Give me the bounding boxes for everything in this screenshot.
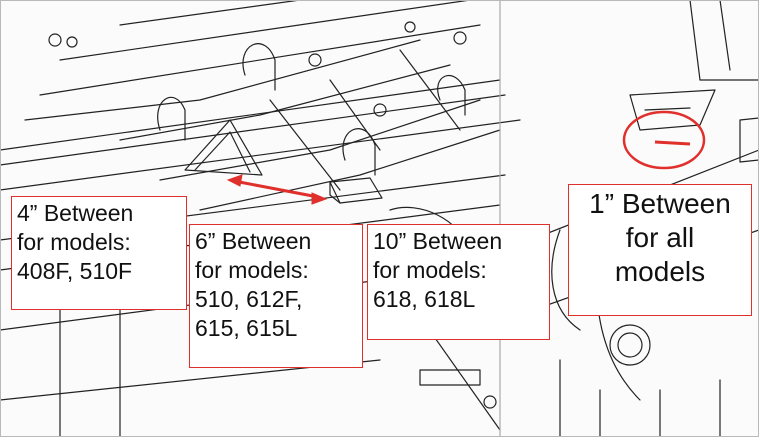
callout-line: 6” Between [195, 228, 312, 254]
callout-line: models [614, 256, 706, 287]
callout-line: for models: [17, 229, 131, 255]
callout-10-inch: 10” Between for models: 618, 618L [367, 224, 550, 340]
callout-line: 10” Between [373, 228, 503, 254]
callout-line: 4” Between [17, 200, 134, 226]
callout-line: 618, 618L [373, 286, 476, 312]
callout-1-inch: 1” Between for all models [568, 184, 752, 316]
dimension-arrow-small [654, 140, 691, 146]
highlight-circle [622, 110, 706, 170]
callout-line: 615, 615L [195, 315, 298, 341]
callout-line: 510, 612F, [195, 286, 303, 312]
callout-line: for all [625, 222, 695, 253]
callout-line: for models: [373, 257, 487, 283]
dimension-arrow [226, 174, 328, 205]
callout-line: 1” Between [589, 188, 731, 219]
beam-line [0, 79, 501, 151]
callout-4-inch: 4” Between for models: 408F, 510F [11, 196, 187, 310]
callout-line: 408F, 510F [17, 258, 133, 284]
callout-6-inch: 6” Between for models: 510, 612F, 615, 6… [189, 224, 363, 368]
callout-line: for models: [195, 257, 309, 283]
